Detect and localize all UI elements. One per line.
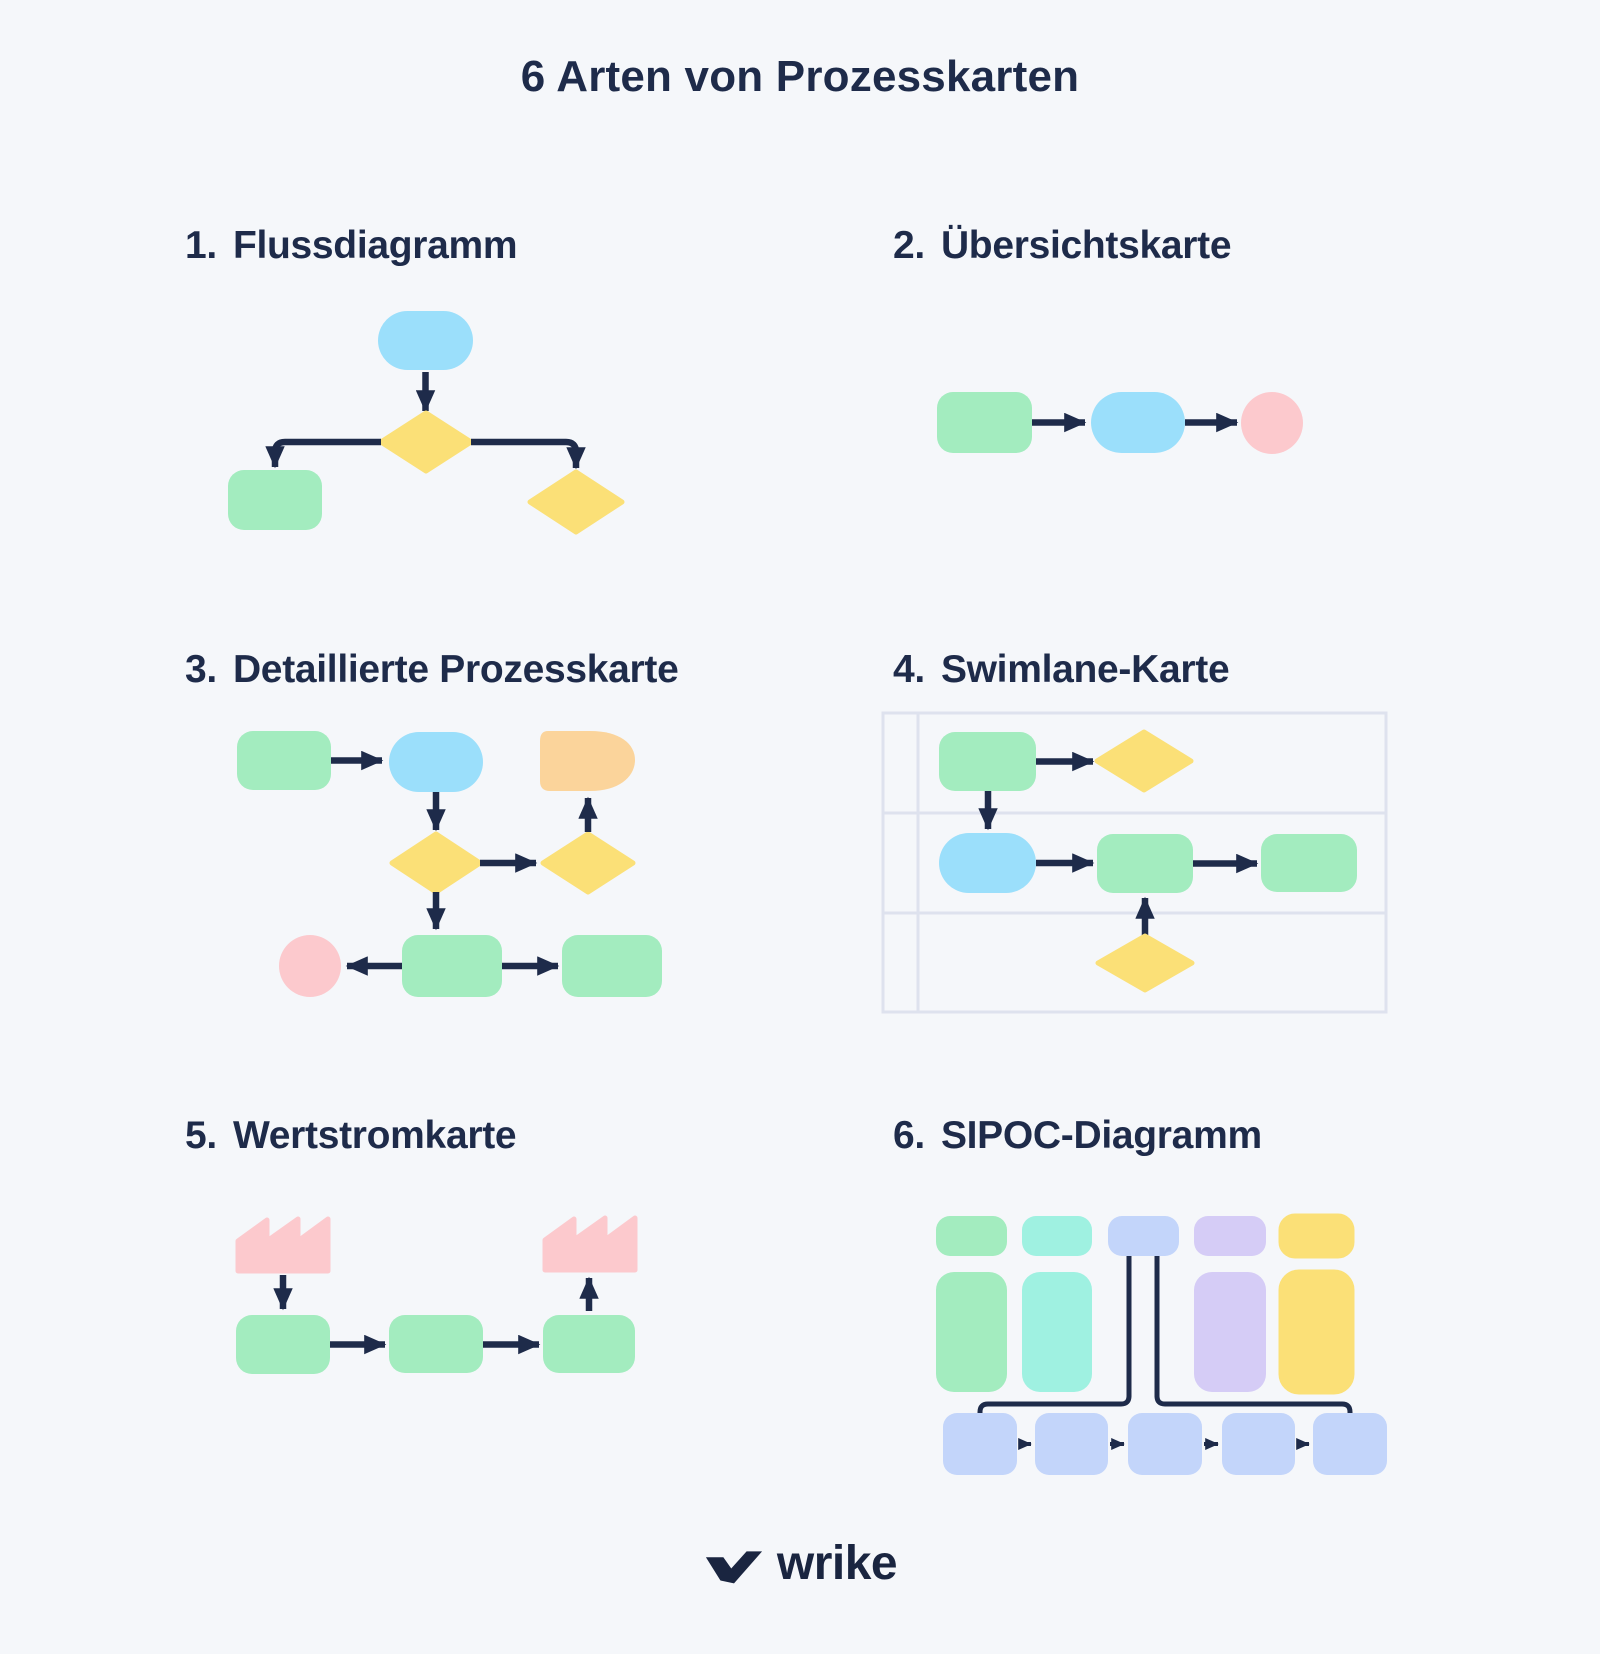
terminator-shape [1091,392,1185,453]
section-number: 6. [893,1114,925,1157]
section-number: 5. [185,1114,217,1157]
flowchart-diagram [228,311,625,535]
sipoc-header-suppliers [936,1216,1007,1256]
overview-map-diagram [937,392,1303,454]
process-step-box [1035,1413,1108,1475]
arrow-connector [471,438,586,470]
process-box [1097,834,1193,893]
end-circle [1241,392,1303,454]
section-title: Swimlane-Karte [940,648,1230,691]
process-box [236,1315,330,1374]
process-branch-connector [977,1256,1132,1418]
section-title: Wertstromkarte [232,1114,517,1157]
sipoc-header-customers [1278,1213,1355,1259]
sipoc-column [1194,1272,1266,1392]
sipoc-header-outputs [1194,1216,1266,1256]
process-step-box [1128,1413,1202,1475]
process-box [939,732,1036,791]
process-step-box [1313,1413,1387,1475]
process-step-box [1222,1413,1295,1475]
detailed-process-map-diagram [237,731,662,997]
decision-diamond [540,831,636,895]
sipoc-header-inputs [1022,1216,1092,1256]
section-heading-detaillierte-prozesskarte: 3. Detaillierte Prozesskarte [185,648,679,692]
process-box [389,1315,483,1373]
wrike-logo-icon [705,1550,762,1583]
decision-diamond [527,469,625,535]
process-box [937,392,1032,453]
section-heading-uebersichtskarte: 2. Übersichtskarte [893,224,1232,268]
footer-brand: wrike [0,1536,1600,1591]
sipoc-column [936,1272,1007,1392]
sipoc-header-process [1108,1216,1179,1256]
delay-shape [540,731,635,791]
decision-diamond [389,831,483,895]
swimlane-frame [881,711,1388,1014]
factory-icon [542,1215,638,1273]
process-box [543,1315,635,1373]
process-box [562,935,662,997]
section-title: Detaillierte Prozesskarte [232,648,679,691]
section-number: 4. [893,648,925,691]
wrike-check-right [720,1550,762,1583]
terminator-shape [378,311,473,370]
section-title: Flussdiagramm [232,224,518,267]
section-heading-wertstromkarte: 5. Wertstromkarte [185,1114,517,1158]
value-stream-map-diagram [235,1215,638,1374]
process-box [402,935,502,997]
decision-diamond [378,410,474,474]
section-heading-flussdiagramm: 1. Flussdiagramm [185,224,518,268]
section-number: 2. [893,224,925,267]
section-title: Übersichtskarte [940,224,1232,267]
terminator-shape [389,732,483,792]
process-box [1261,834,1357,892]
page-title: 6 Arten von Prozesskarten [520,52,1080,101]
terminator-shape [939,833,1036,893]
swimlane-map-diagram [881,711,1388,1014]
process-step-box [943,1413,1017,1475]
arrow-connector [265,438,381,469]
sipoc-column [1278,1269,1355,1395]
factory-icon [235,1216,331,1274]
section-number: 3. [185,648,217,691]
decision-diamond [1094,729,1194,793]
decision-diamond [1095,933,1195,993]
sipoc-diagram [936,1213,1387,1475]
process-box [228,470,322,530]
section-title: SIPOC-Diagramm [940,1114,1262,1157]
end-circle [279,935,341,997]
process-box [237,731,331,790]
section-heading-sipoc-diagramm: 6. SIPOC-Diagramm [893,1114,1262,1158]
process-branch-connector [1154,1256,1353,1418]
brand-name: wrike [776,1537,898,1590]
section-number: 1. [185,224,217,267]
sipoc-column [1022,1272,1092,1392]
section-heading-swimlane-karte: 4. Swimlane-Karte [893,648,1230,692]
